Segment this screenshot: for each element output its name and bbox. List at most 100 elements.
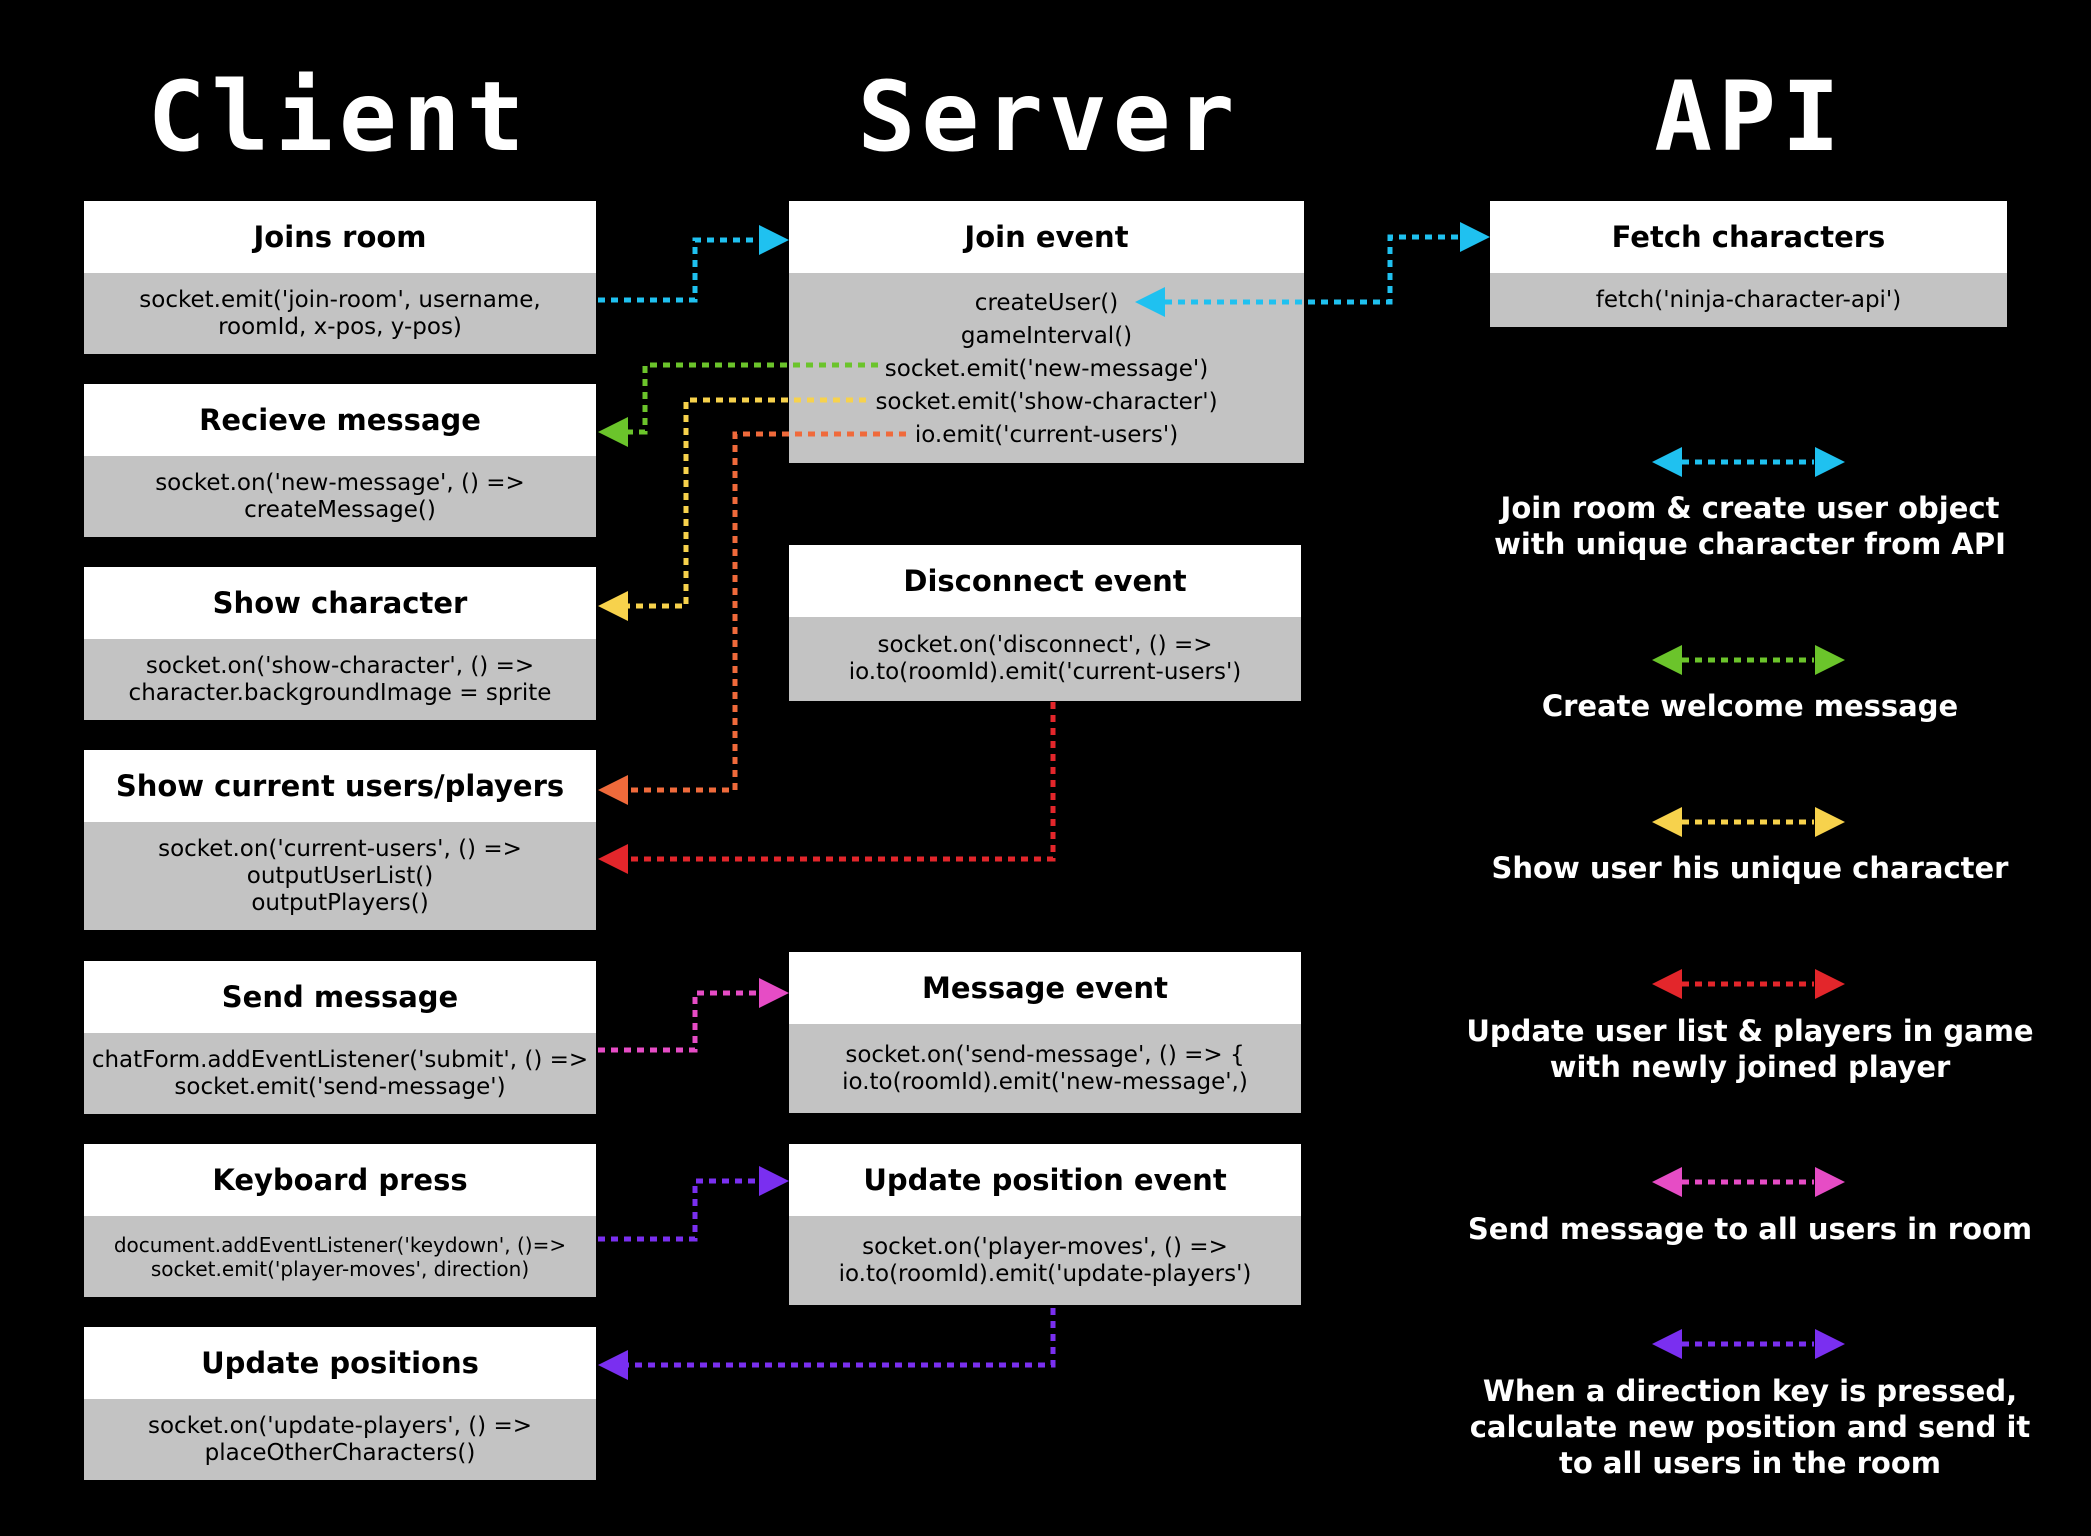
- legend-arrow-left-5: [1652, 1329, 1682, 1359]
- code-line-show-character: socket.emit('show-character'): [875, 389, 1218, 415]
- legend-line: Create welcome message: [1541, 689, 1959, 723]
- legend-arrow-right-3: [1815, 969, 1845, 999]
- legend-arrow-right-0: [1815, 447, 1845, 477]
- box-code: socket.on('disconnect', () => io.to(room…: [789, 617, 1301, 701]
- legend-arrow-right-1: [1815, 645, 1845, 675]
- legend-arrow-left-0: [1652, 447, 1682, 477]
- legend-arrow-right-5: [1815, 1329, 1845, 1359]
- code-line: createMessage(): [244, 496, 436, 523]
- code-line-create-user: createUser(): [974, 290, 1119, 316]
- code-line: io.to(roomId).emit('update-players'): [838, 1260, 1252, 1287]
- box-title: Fetch characters: [1490, 201, 2007, 273]
- code-line-new-message: socket.emit('new-message'): [884, 356, 1209, 382]
- connector-send-message: [598, 990, 760, 1053]
- connector-disconnect: [628, 702, 1056, 862]
- box-code: socket.on('player-moves', () => io.to(ro…: [789, 1216, 1301, 1305]
- keyboard-press-box: Keyboard press document.addEventListener…: [84, 1144, 596, 1297]
- box-code: socket.on('send-message', () => { io.to(…: [789, 1024, 1301, 1113]
- box-code: socket.on('show-character', () => charac…: [84, 639, 596, 720]
- legend-line: Update user list & players in game: [1466, 1014, 2034, 1048]
- send-message-box: Send message chatForm.addEventListener('…: [84, 961, 596, 1114]
- code-line: socket.on('show-character', () =>: [145, 652, 535, 679]
- update-position-event-box: Update position event socket.on('player-…: [789, 1144, 1301, 1305]
- legend-line: with newly joined player: [1549, 1050, 1951, 1084]
- box-title: Disconnect event: [789, 545, 1301, 617]
- box-code: createUser() gameInterval() socket.emit(…: [789, 273, 1304, 463]
- code-line: socket.emit('player-moves', direction): [150, 1256, 530, 1281]
- legend-arrow-left-3: [1652, 969, 1682, 999]
- legend-welcome-text: Create welcome message: [1460, 688, 2040, 724]
- legend-line: with unique character from API: [1494, 527, 2006, 561]
- code-line: socket.on('update-players', () =>: [148, 1412, 532, 1439]
- code-line: roomId, x-pos, y-pos): [218, 313, 462, 340]
- legend-update-users-text: Update user list & players in game with …: [1460, 1013, 2040, 1085]
- code-line: document.addEventListener('keydown', ()=…: [113, 1232, 567, 1257]
- code-line: fetch('ninja-character-api'): [1595, 286, 1902, 313]
- code-line: io.to(roomId).emit('current-users'): [848, 659, 1242, 685]
- connector-join-room: [598, 237, 760, 303]
- code-line: placeOtherCharacters(): [204, 1439, 476, 1466]
- arrow-to-api: [1460, 222, 1490, 252]
- client-column-title: Client: [147, 61, 531, 173]
- box-code: document.addEventListener('keydown', ()=…: [84, 1216, 596, 1297]
- show-current-users-box: Show current users/players socket.on('cu…: [84, 750, 596, 930]
- code-line: socket.on('player-moves', () =>: [862, 1233, 1228, 1260]
- code-line: character.backgroundImage = sprite: [128, 679, 552, 706]
- box-code: chatForm.addEventListener('submit', () =…: [84, 1033, 596, 1114]
- box-code: fetch('ninja-character-api'): [1490, 273, 2007, 327]
- box-title: Joins room: [84, 201, 596, 273]
- join-event-box: Join event createUser() gameInterval() s…: [789, 201, 1304, 463]
- legend-arrow-left-2: [1652, 807, 1682, 837]
- connector-fetch-characters: [1165, 234, 1462, 305]
- fetch-characters-box: Fetch characters fetch('ninja-character-…: [1490, 201, 2007, 327]
- legend-line: to all users in the room: [1559, 1446, 1941, 1480]
- code-line: socket.emit('send-message'): [174, 1073, 506, 1100]
- box-title: Update position event: [789, 1144, 1301, 1216]
- box-title: Recieve message: [84, 384, 596, 456]
- box-title: Keyboard press: [84, 1144, 596, 1216]
- joins-room-box: Joins room socket.emit('join-room', user…: [84, 201, 596, 354]
- legend-arrow-left-1: [1652, 645, 1682, 675]
- box-code: socket.on('new-message', () => createMes…: [84, 456, 596, 537]
- arrow-disconnect: [598, 844, 628, 874]
- box-code: socket.on('current-users', () => outputU…: [84, 822, 596, 930]
- code-line: socket.emit('join-room', username,: [139, 286, 541, 313]
- arrow-show-character: [598, 591, 628, 621]
- arrow-join-room: [759, 225, 789, 255]
- legend-character-text: Show user his unique character: [1460, 850, 2040, 886]
- update-positions-box: Update positions socket.on('update-playe…: [84, 1327, 596, 1480]
- code-line: chatForm.addEventListener('submit', () =…: [91, 1046, 589, 1073]
- legend-send-message-text: Send message to all users in room: [1460, 1211, 2040, 1247]
- arrow-update-players: [598, 1350, 628, 1380]
- arrow-keyboard-press: [759, 1166, 789, 1196]
- arrow-send-message: [759, 978, 789, 1008]
- connector-update-players: [628, 1308, 1056, 1368]
- legend-line: Join room & create user object: [1500, 491, 2000, 525]
- api-column-title: API: [1654, 61, 1846, 173]
- legend-line: Show user his unique character: [1491, 851, 2009, 885]
- legend-arrow-right-2: [1815, 807, 1845, 837]
- connector-show-character: [628, 397, 866, 609]
- code-line: socket.on('current-users', () =>: [158, 835, 522, 862]
- code-line: outputPlayers(): [251, 889, 429, 916]
- code-line: socket.on('disconnect', () =>: [877, 632, 1213, 658]
- box-code: socket.on('update-players', () => placeO…: [84, 1399, 596, 1480]
- box-title: Send message: [84, 961, 596, 1033]
- connector-current-users: [628, 431, 906, 793]
- server-column-title: Server: [857, 61, 1241, 173]
- box-title: Show character: [84, 567, 596, 639]
- legend-arrow-right-4: [1815, 1167, 1845, 1197]
- code-line: socket.on('new-message', () =>: [155, 469, 525, 496]
- receive-message-box: Recieve message socket.on('new-message',…: [84, 384, 596, 537]
- box-title: Update positions: [84, 1327, 596, 1399]
- connector-keyboard-press: [598, 1178, 760, 1242]
- legend-join-text: Join room & create user object with uniq…: [1460, 490, 2040, 562]
- message-event-box: Message event socket.on('send-message', …: [789, 952, 1301, 1113]
- arrow-current-users: [598, 775, 628, 805]
- code-line: socket.on('send-message', () => {: [845, 1041, 1245, 1068]
- box-code: socket.emit('join-room', username, roomI…: [84, 273, 596, 354]
- box-title: Join event: [789, 201, 1304, 273]
- legend-arrow-left-4: [1652, 1167, 1682, 1197]
- box-title: Message event: [789, 952, 1301, 1024]
